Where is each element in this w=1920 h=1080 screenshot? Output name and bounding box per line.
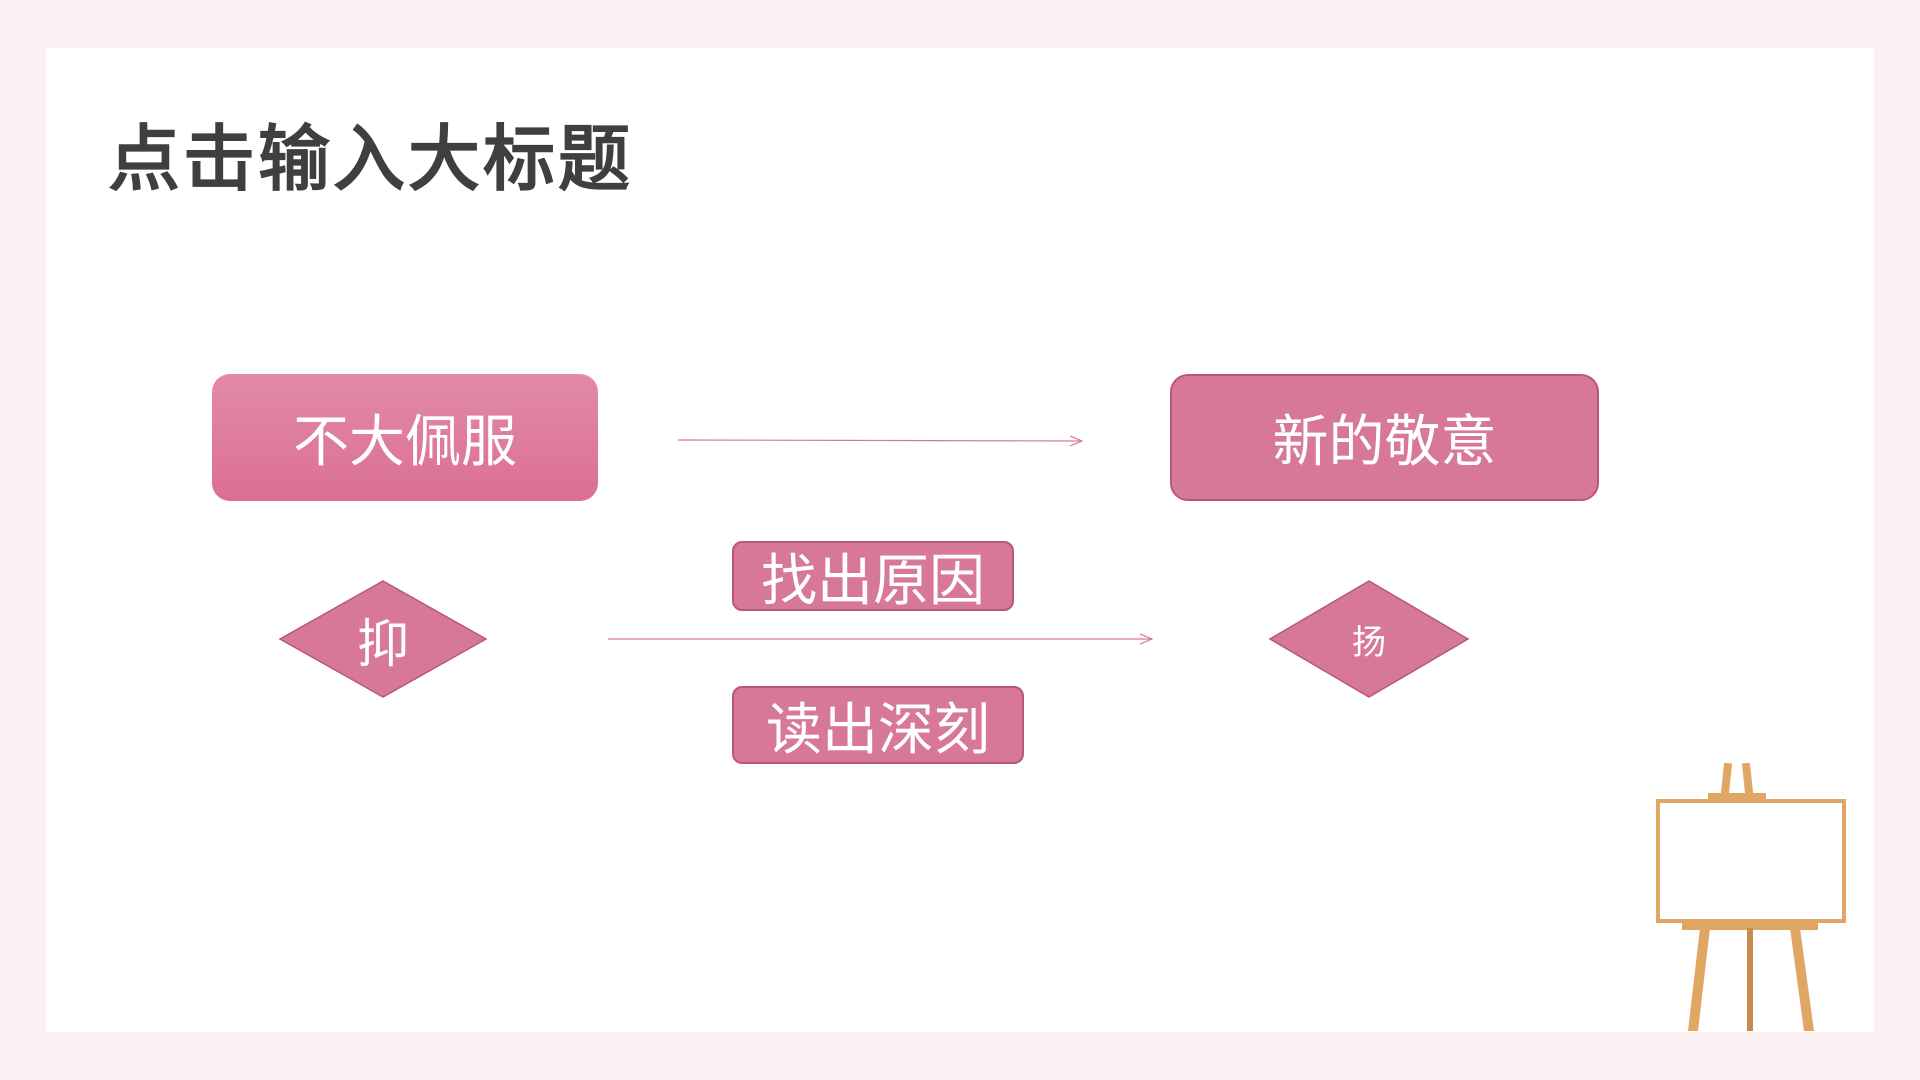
start-diamond[interactable] bbox=[278, 579, 488, 699]
start-diamond-label: 抑 bbox=[356, 614, 409, 675]
top-arrow bbox=[677, 440, 1082, 441]
end-box[interactable]: 新的敬意 bbox=[1170, 374, 1599, 501]
step-one-box[interactable]: 找出原因 bbox=[732, 541, 1014, 614]
step-two-label: 读出深刻 bbox=[766, 697, 990, 763]
easel-whiteboard-icon bbox=[1656, 763, 1846, 1031]
start-box-label: 不大佩服 bbox=[293, 410, 517, 475]
slide-canvas: 点击输入大标题 不大佩服 新的敬意 找出原因 读出深刻 抑 扬 bbox=[46, 48, 1874, 1032]
step-one-label: 找出原因 bbox=[761, 548, 985, 614]
slide-title[interactable]: 点击输入大标题 bbox=[108, 117, 634, 201]
end-diamond-label: 扬 bbox=[1352, 622, 1386, 663]
end-diamond[interactable] bbox=[1268, 579, 1470, 699]
end-box-label: 新的敬意 bbox=[1272, 410, 1497, 475]
start-box[interactable]: 不大佩服 bbox=[212, 374, 598, 501]
step-two-box[interactable]: 读出深刻 bbox=[732, 686, 1024, 764]
